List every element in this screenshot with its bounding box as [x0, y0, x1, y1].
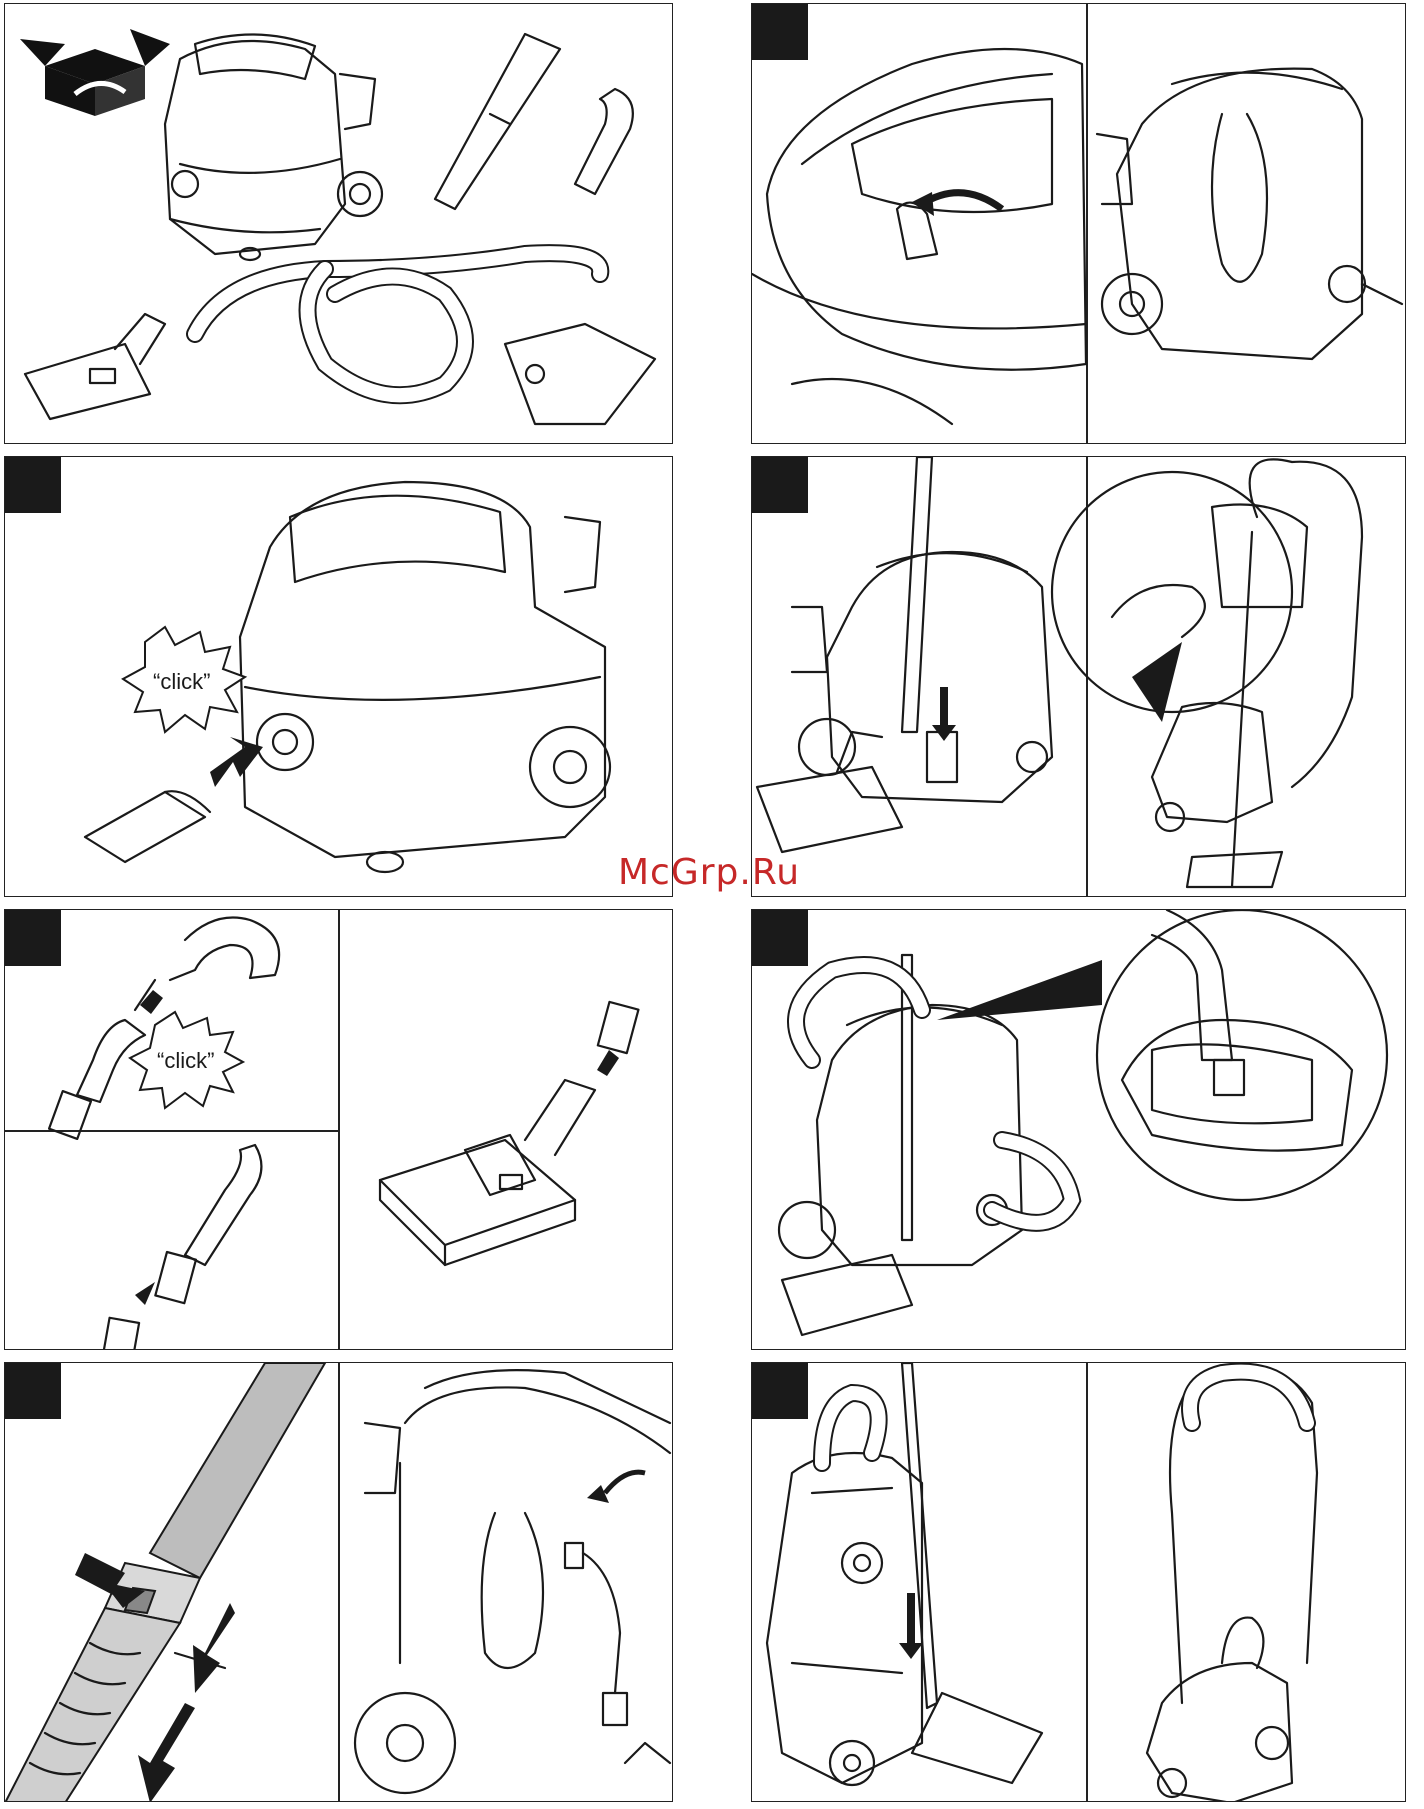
attach-hose-illustration: “click”	[5, 457, 673, 897]
click-burst: “click”	[123, 627, 245, 732]
hose-park-illustration	[752, 910, 1406, 1350]
panel-step-storage	[751, 1362, 1406, 1802]
panel-contents	[4, 3, 673, 444]
panel-step-attach-hose: “click”	[4, 456, 673, 897]
click-label: “click”	[153, 669, 210, 694]
open-box-icon	[20, 29, 170, 116]
extension-tubes	[435, 34, 633, 209]
floor-nozzle	[25, 314, 165, 419]
panel-step-attach-handle: “click”	[4, 909, 673, 1350]
contents-illustration	[5, 4, 673, 444]
dust-bag	[505, 324, 655, 424]
click-label: “click”	[157, 1048, 214, 1073]
tube-adjust-illustration	[5, 1363, 673, 1802]
panel-step-hose-park	[751, 909, 1406, 1350]
attach-handle-illustration: “click”	[5, 910, 673, 1350]
vacuum-cleaner	[165, 34, 382, 260]
click-burst: “click”	[130, 1012, 243, 1108]
flexible-hose	[195, 253, 600, 395]
panel-step-tube-adjust	[4, 1362, 673, 1802]
park-tube-illustration	[752, 457, 1406, 897]
storage-illustration	[752, 1363, 1406, 1802]
panel-step-park-tube	[751, 456, 1406, 897]
panel-step-lid	[751, 3, 1406, 444]
lid-illustration	[752, 4, 1406, 444]
watermark: McGrp.Ru	[618, 852, 800, 893]
